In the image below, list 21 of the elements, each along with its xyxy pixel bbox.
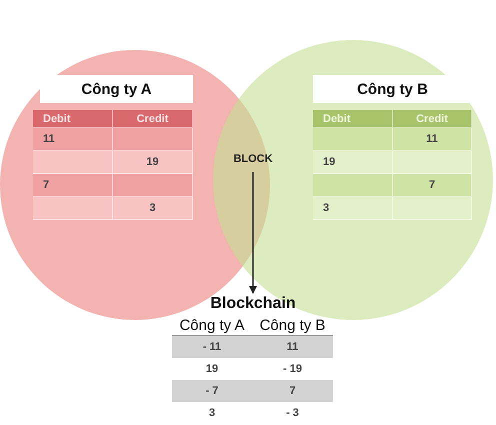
table-cell: 7 [33,174,113,197]
table-header-cell: Credit [113,110,193,128]
table-cell: 7 [252,380,333,402]
table-cell: 19 [113,151,193,174]
table-header-cell: Credit [393,110,472,128]
table-cell: 11 [393,128,472,151]
table-cell: - 7 [172,380,252,402]
table-header-cell: Debit [313,110,393,128]
table-cell: 3 [113,197,193,220]
heading-box: Công ty B [313,75,472,103]
arrow [249,172,257,294]
table-cell: 19 [313,151,393,174]
table-header-cell: Debit [33,110,113,128]
table-cell: 11 [33,128,113,151]
table-cell: - 11 [172,336,252,358]
block-label: BLOCK [225,150,281,168]
table-cell: 7 [393,174,472,197]
heading-box: Công ty A [40,75,193,103]
table-cell: 3 [313,197,393,220]
table-cell: 11 [252,336,333,358]
title-text: Blockchain [195,293,311,315]
